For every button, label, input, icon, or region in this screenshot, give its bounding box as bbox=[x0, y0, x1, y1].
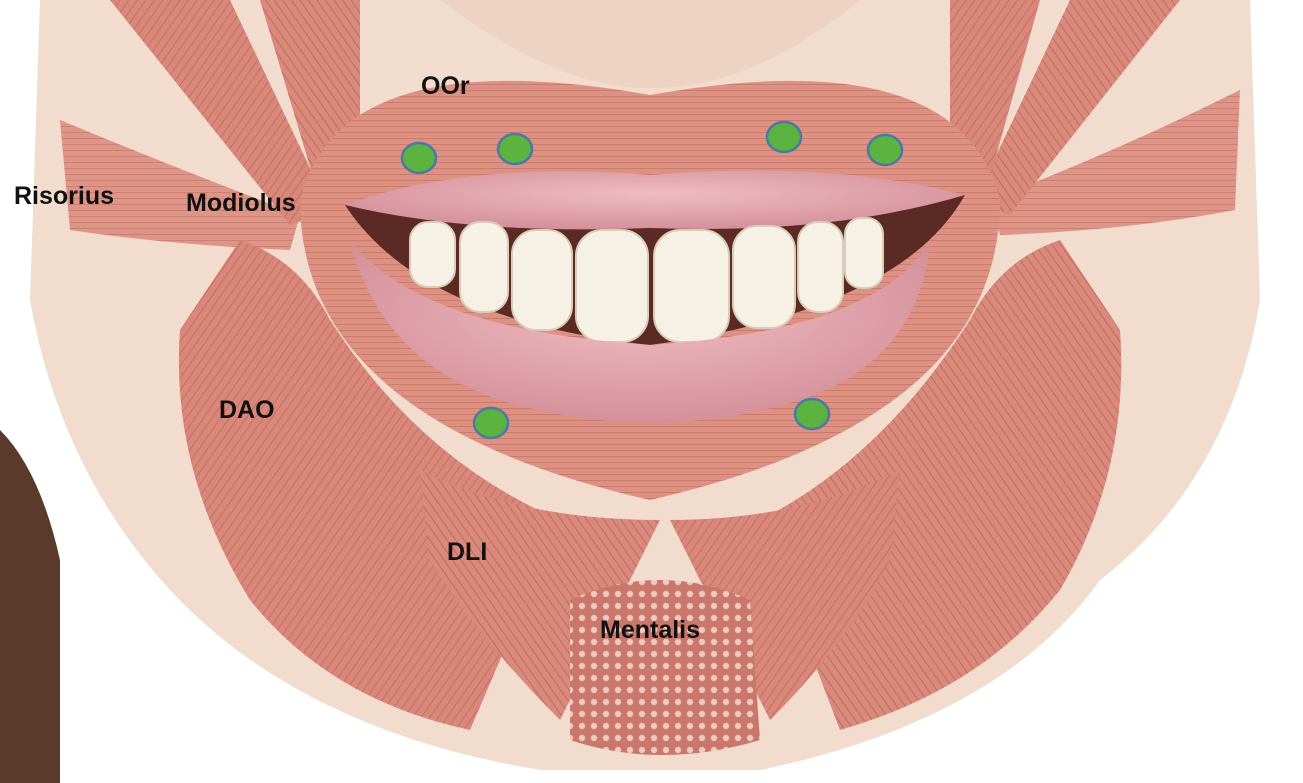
injection-point bbox=[474, 408, 508, 438]
label-risorius: Risorius bbox=[14, 184, 114, 209]
injection-point bbox=[868, 135, 902, 165]
injection-point bbox=[795, 399, 829, 429]
mentalis-muscle bbox=[570, 580, 760, 755]
injection-point bbox=[402, 143, 436, 173]
label-modiolus: Modiolus bbox=[186, 191, 296, 216]
injection-point bbox=[767, 122, 801, 152]
label-dao: DAO bbox=[219, 398, 275, 423]
injection-point bbox=[498, 134, 532, 164]
label-dli: DLI bbox=[447, 540, 487, 565]
label-oor: OOr bbox=[421, 74, 470, 99]
label-mentalis: Mentalis bbox=[600, 618, 700, 643]
